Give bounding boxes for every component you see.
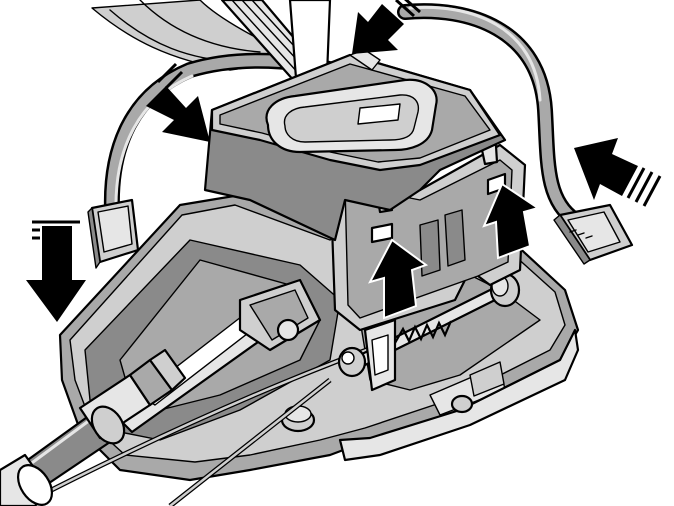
housing-side-wall: [338, 328, 580, 462]
arrow-left-icon: [574, 138, 662, 207]
clip-bracket: [363, 318, 397, 392]
cable-bracket: [238, 278, 322, 352]
detent-spring: [394, 320, 453, 344]
selector-top-cover: [203, 49, 507, 242]
arrow-down-left-icon: [26, 220, 86, 322]
arrow-up-icon: [482, 182, 541, 260]
right-wiring-harness: [397, 3, 583, 228]
right-plug-connector: [553, 203, 634, 265]
left-plug-connector: [87, 198, 140, 269]
cable-end-cylinder: [0, 453, 54, 506]
mounting-bolt: [280, 405, 316, 433]
arrow-up-icon: [368, 238, 429, 320]
arrow-down-right-icon: [146, 62, 210, 142]
arrow-down-icon: [352, 0, 421, 54]
ball-joint: [337, 346, 367, 378]
top-cable-bundle: [91, 0, 301, 71]
mounting-bolt-right: [450, 394, 474, 414]
